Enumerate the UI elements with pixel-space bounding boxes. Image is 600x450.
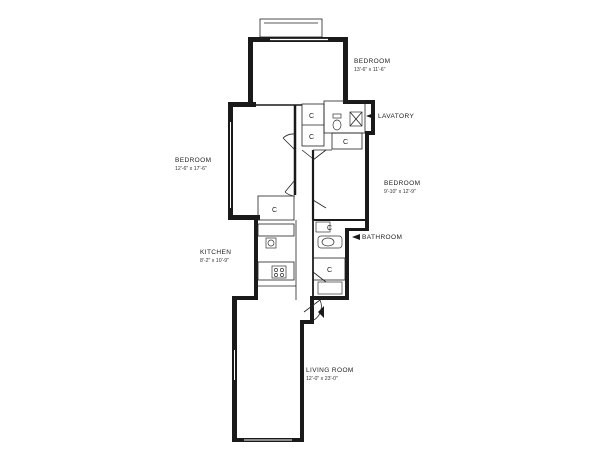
room-dims-kitchen: 8'-2" x 10'-9" <box>200 258 229 264</box>
closet-label: C <box>272 207 277 214</box>
room-label-bedroom-top: BEDROOM <box>354 58 390 65</box>
lavatory-fixtures <box>332 111 363 131</box>
room-dims-bedroom-top: 13'-6" x 11'-6" <box>354 67 386 73</box>
closet-label: C <box>327 267 332 274</box>
windows <box>230 38 328 441</box>
closet-label: C <box>343 139 348 146</box>
room-dims-living-room: 12'-0" x 23'-0" <box>306 376 338 382</box>
closet-label: C <box>309 134 314 141</box>
exterior-walls <box>228 37 375 442</box>
kitchen-fixtures <box>265 237 287 279</box>
entry-arrow-icon <box>318 306 324 318</box>
closet-label: C <box>309 113 314 120</box>
room-label-living-room: LIVING ROOM <box>306 367 354 374</box>
bathroom-fixtures <box>315 221 343 295</box>
room-dims-bedroom-right: 9'-10" x 12'-9" <box>384 189 416 195</box>
doors <box>282 133 327 321</box>
room-dims-bedroom-left: 12'-6" x 17'-6" <box>175 166 207 172</box>
top-window-box <box>259 18 323 38</box>
leader-arrows <box>352 113 374 240</box>
room-label-bedroom-left: BEDROOM <box>175 157 211 164</box>
room-label-lavatory: LAVATORY <box>378 113 414 120</box>
room-label-bathroom: BATHROOM <box>362 234 402 241</box>
room-label-kitchen: KITCHEN <box>200 249 231 256</box>
closet-label: C <box>327 225 332 232</box>
room-label-bedroom-right: BEDROOM <box>384 180 420 187</box>
